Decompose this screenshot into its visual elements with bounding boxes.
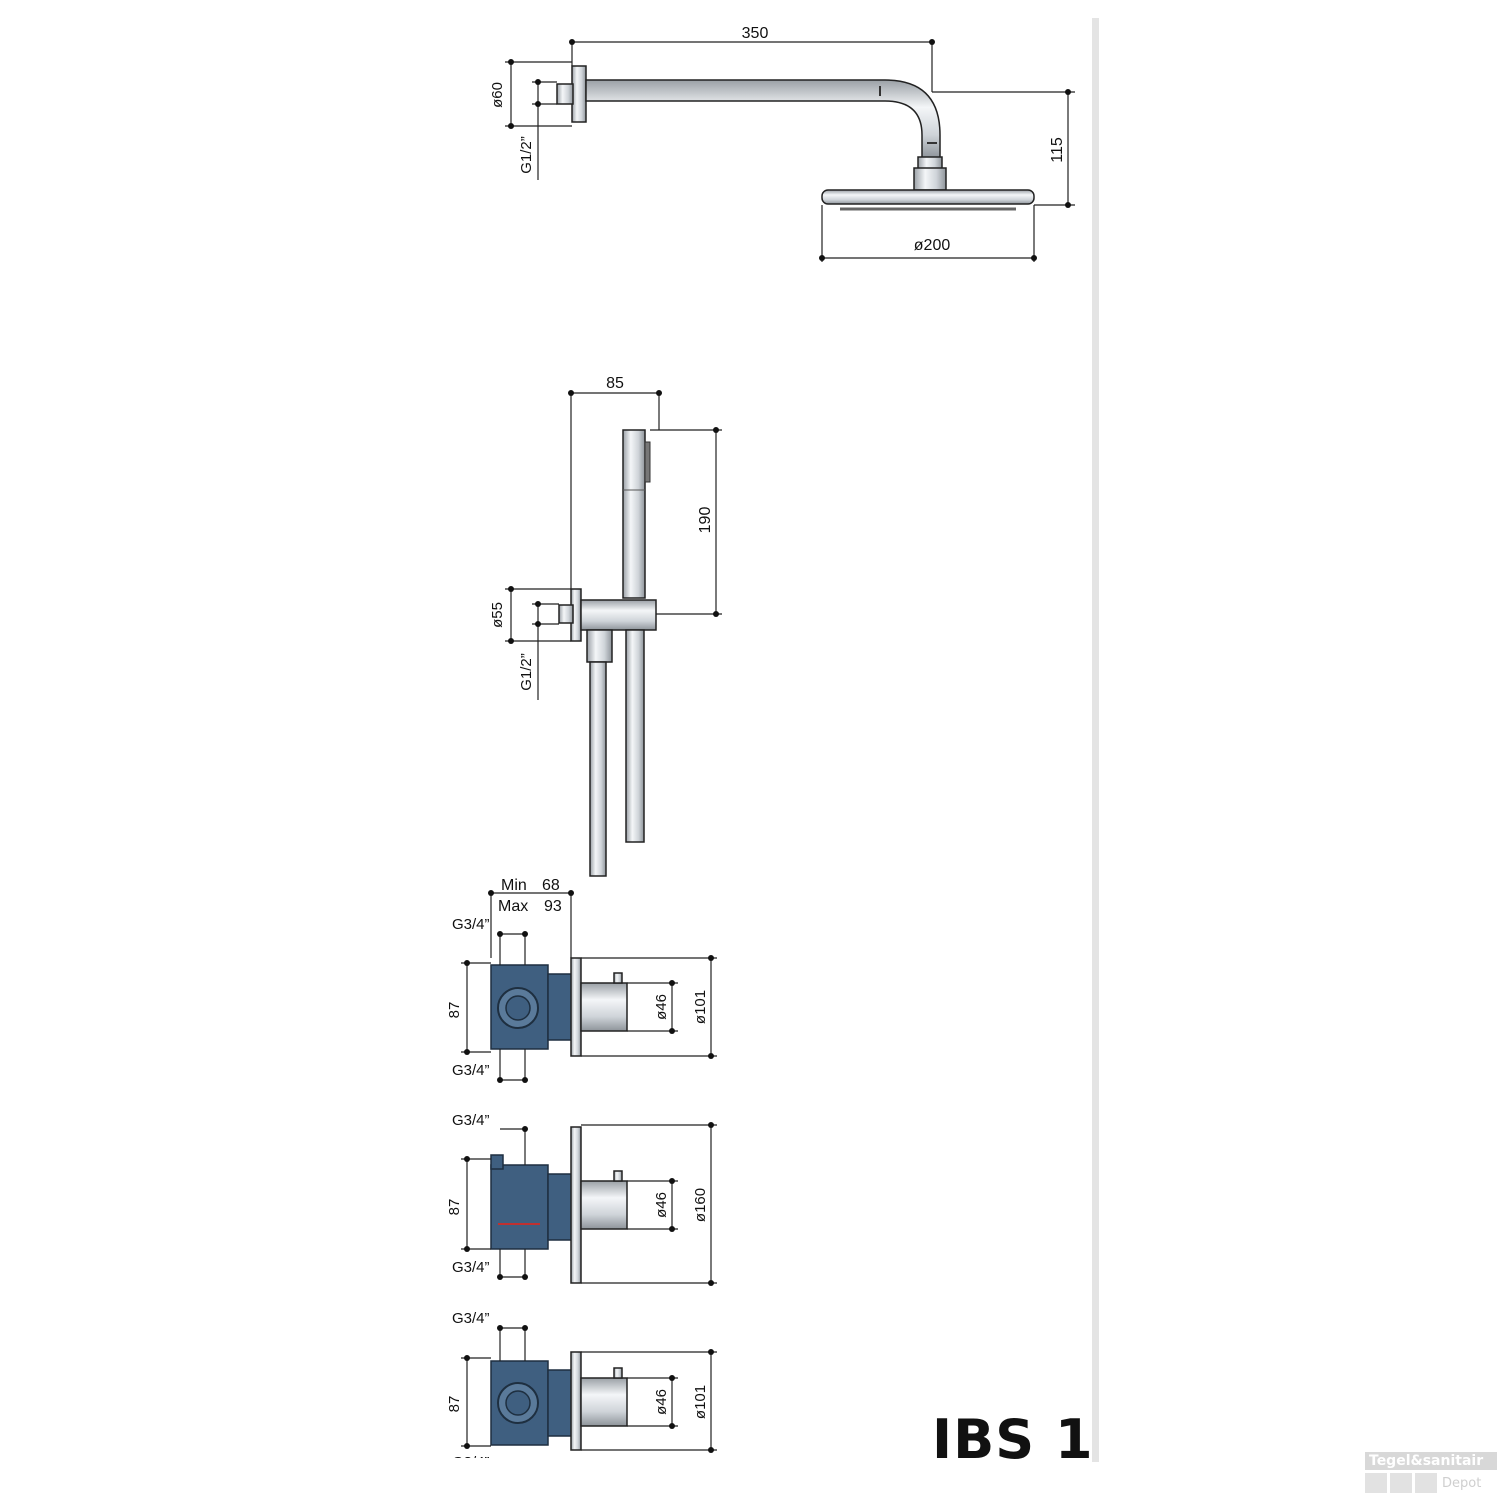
cover-plate: [570, 957, 582, 1057]
rain-shower-head: [821, 189, 1035, 205]
tile-icon-2: [1415, 1473, 1437, 1493]
valve-height-label: 87: [446, 1396, 463, 1413]
arm-length-label: 350: [742, 25, 769, 42]
inlet-bottom-label: G3/4”: [452, 1259, 490, 1276]
brand-logo: Tegel&sanitair Depot: [1365, 1452, 1497, 1498]
thermostat-valve-2: 87 G3/4” G3/4” ø46 ø160: [446, 1112, 717, 1286]
head-shower-drawing: 350 115 ø200 ø60 G1/2”: [489, 25, 1075, 262]
product-title: IBS 1: [932, 1408, 1094, 1471]
thermostat-valve-1: 87 G3/4” G3/4” ø46 ø101: [446, 916, 717, 1083]
valve-height-label: 87: [446, 1002, 463, 1019]
tile-icon: [1390, 1473, 1412, 1493]
thread-connector: [556, 83, 574, 105]
hand-shower: [622, 429, 646, 599]
thread-label: G1/2”: [518, 136, 535, 174]
thermostat-knob: [580, 1180, 628, 1230]
inlet-top-label: G3/4”: [452, 1310, 490, 1327]
cover-plate: [570, 1351, 582, 1451]
valve-height-label: 87: [446, 1199, 463, 1216]
swivel-joint: [917, 156, 943, 170]
hose-connector: [586, 629, 613, 663]
inlet-top-label: G3/4”: [452, 916, 490, 933]
shower-hose-2: [625, 629, 645, 843]
thermostat-knob: [580, 1377, 628, 1427]
plate-diameter-label: ø101: [692, 1385, 709, 1419]
inlet-bottom-label: G3/4”: [452, 1062, 490, 1079]
wall-flange: [571, 65, 587, 123]
shower-arm: [585, 79, 941, 159]
shower-hose: [589, 661, 607, 877]
knob-diameter-label: ø46: [653, 1389, 670, 1415]
inlet-top-label: G3/4”: [452, 1112, 490, 1129]
knob-diameter-label: ø46: [653, 1192, 670, 1218]
depth-min-value: 68: [542, 877, 560, 894]
page-border: [1092, 18, 1099, 1462]
hand-thread-label: G1/2”: [518, 653, 535, 691]
brand-name: Tegel&sanitair: [1365, 1452, 1497, 1470]
shower-holder: [580, 599, 657, 631]
head-diameter-label: ø200: [914, 237, 951, 254]
valve-box: [490, 1164, 549, 1250]
depth-max-label: Max: [498, 898, 528, 915]
depth-max-value: 93: [544, 898, 562, 915]
drop-icon: [1365, 1473, 1387, 1493]
thermostat-knob: [580, 982, 628, 1032]
hand-flange-label: ø55: [489, 602, 506, 628]
knob-diameter-label: ø46: [653, 994, 670, 1020]
cover-plate: [570, 1126, 582, 1284]
brand-sub: Depot: [1442, 1475, 1482, 1491]
thermostat-valve-3: 87 G3/4” G3/4” ø46 ø101: [446, 1310, 717, 1471]
plate-diameter-label: ø101: [692, 990, 709, 1024]
plate-diameter-label: ø160: [692, 1188, 709, 1222]
depth-min-label: Min: [501, 877, 527, 894]
installation-depth: Min 68 Max 93: [488, 877, 574, 958]
ball-joint: [913, 167, 947, 191]
drop-label: 115: [1049, 137, 1066, 163]
hand-shower-drawing: 85 190 ø55 G1/2”: [489, 375, 722, 877]
hand-width-label: 85: [606, 375, 624, 392]
hand-height-label: 190: [697, 507, 714, 534]
flange-diameter-label: ø60: [489, 82, 506, 108]
